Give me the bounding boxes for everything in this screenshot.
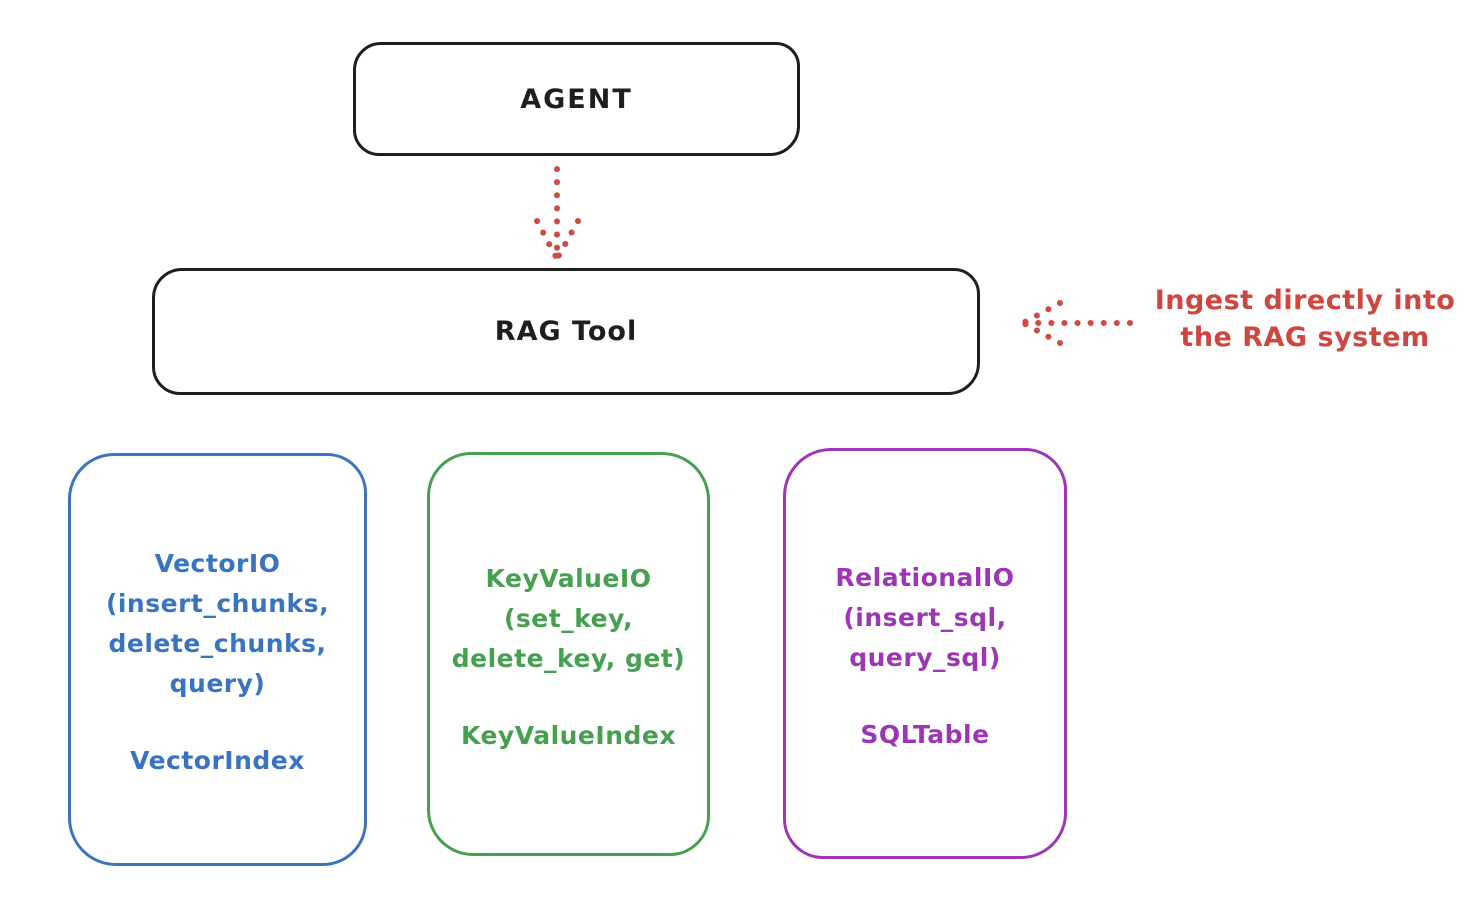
vector-io-line: VectorIO — [154, 549, 281, 578]
agent-label: AGENT — [520, 83, 633, 115]
vector-index-label: VectorIndex — [130, 746, 305, 775]
relational-io-text: RelationalIO (insert_sql, query_sql) — [835, 558, 1014, 678]
ingest-annotation-dotted-arrow — [1022, 300, 1133, 346]
sql-table-label: SQLTable — [860, 720, 990, 749]
relational-io-line: RelationalIO — [835, 563, 1015, 592]
rag-tool-node: RAG Tool — [152, 268, 980, 395]
keyvalue-index-label: KeyValueIndex — [461, 720, 676, 750]
vector-io-node: VectorIO (insert_chunks, delete_chunks, … — [68, 453, 367, 866]
rag-tool-label: RAG Tool — [494, 316, 638, 347]
ingest-annotation: Ingest directly into the RAG system — [1135, 282, 1475, 356]
keyvalue-io-text: KeyValueIO (set_key, delete_key, get) — [452, 559, 685, 679]
vector-io-line: query) — [169, 669, 266, 698]
relational-io-node: RelationalIO (insert_sql, query_sql) SQL… — [783, 448, 1067, 859]
ingest-annotation-line1: Ingest directly into — [1154, 285, 1456, 316]
keyvalue-io-line: (set_key, — [504, 603, 633, 633]
vector-io-line: (insert_chunks, — [105, 589, 330, 618]
ingest-annotation-line2: the RAG system — [1180, 322, 1430, 353]
keyvalue-io-line: delete_key, get) — [451, 643, 686, 673]
keyvalue-io-line: KeyValueIO — [485, 563, 652, 593]
vector-io-line: delete_chunks, — [108, 629, 327, 658]
agent-node: AGENT — [353, 42, 800, 156]
keyvalue-io-node: KeyValueIO (set_key, delete_key, get) Ke… — [427, 452, 710, 856]
relational-io-line: query_sql) — [849, 643, 1001, 672]
agent-to-ragtool-dotted-arrow — [534, 166, 581, 260]
vector-io-text: VectorIO (insert_chunks, delete_chunks, … — [106, 544, 329, 704]
relational-io-line: (insert_sql, — [843, 603, 1007, 632]
